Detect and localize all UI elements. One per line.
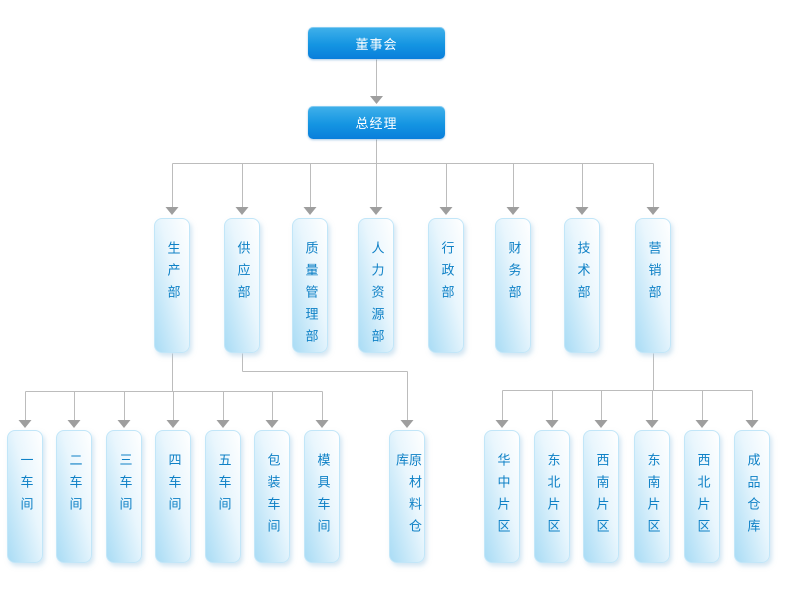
arrowhead-icon <box>439 207 453 215</box>
arrowhead-icon <box>495 420 509 428</box>
node-board-of-directors[interactable]: 董事会 <box>308 27 445 59</box>
arrowhead-icon <box>646 207 660 215</box>
arrowhead-icon <box>216 420 230 428</box>
node-southeast-region[interactable]: 东南片区 <box>634 430 670 563</box>
node-central-china-region[interactable]: 华中片区 <box>484 430 520 563</box>
node-workshop-2[interactable]: 二车间 <box>56 430 92 563</box>
arrowhead-icon <box>594 420 608 428</box>
arrowhead-icon <box>235 207 249 215</box>
node-workshop-3[interactable]: 三车间 <box>106 430 142 563</box>
arrowhead-icon <box>545 420 559 428</box>
node-workshop-5[interactable]: 五车间 <box>205 430 241 563</box>
node-label: 原材料仓库 <box>393 453 421 541</box>
node-label: 人力资源部 <box>368 241 384 351</box>
node-label: 总经理 <box>355 117 398 132</box>
node-label: 包装车间 <box>264 453 280 541</box>
arrowhead-icon <box>506 207 520 215</box>
arrowhead-icon <box>370 96 383 104</box>
node-label: 华中片区 <box>494 453 510 541</box>
arrowhead-icon <box>165 207 179 215</box>
arrowhead-icon <box>67 420 81 428</box>
node-human-resources-dept[interactable]: 人力资源部 <box>358 218 394 353</box>
node-label: 西南片区 <box>593 453 609 541</box>
arrowhead-icon <box>265 420 279 428</box>
node-label: 东北片区 <box>544 453 560 541</box>
arrowhead-icon <box>400 420 414 428</box>
node-quality-management-dept[interactable]: 质量管理部 <box>292 218 328 353</box>
arrowhead-icon <box>303 207 317 215</box>
node-label: 一车间 <box>17 453 33 519</box>
arrowhead-icon <box>18 420 32 428</box>
node-administration-dept[interactable]: 行政部 <box>428 218 464 353</box>
node-label: 技术部 <box>574 241 590 307</box>
arrowhead-icon <box>695 420 709 428</box>
node-label: 五车间 <box>215 453 231 519</box>
node-general-manager[interactable]: 总经理 <box>308 106 445 139</box>
node-technology-dept[interactable]: 技术部 <box>564 218 600 353</box>
node-label: 质量管理部 <box>302 241 318 351</box>
node-southwest-region[interactable]: 西南片区 <box>583 430 619 563</box>
node-label: 二车间 <box>66 453 82 519</box>
node-label: 东南片区 <box>644 453 660 541</box>
node-production-dept[interactable]: 生产部 <box>154 218 190 353</box>
node-finished-goods-warehouse[interactable]: 成品仓库 <box>734 430 770 563</box>
node-finance-dept[interactable]: 财务部 <box>495 218 531 353</box>
node-workshop-1[interactable]: 一车间 <box>7 430 43 563</box>
node-northwest-region[interactable]: 西北片区 <box>684 430 720 563</box>
node-label: 供应部 <box>234 241 250 307</box>
node-label: 四车间 <box>165 453 181 519</box>
arrowhead-icon <box>575 207 589 215</box>
node-label: 成品仓库 <box>744 453 760 541</box>
node-marketing-dept[interactable]: 营销部 <box>635 218 671 353</box>
node-label: 营销部 <box>645 241 661 307</box>
node-northeast-region[interactable]: 东北片区 <box>534 430 570 563</box>
node-label: 西北片区 <box>694 453 710 541</box>
arrowhead-icon <box>315 420 329 428</box>
node-label: 董事会 <box>355 37 398 53</box>
arrowhead-icon <box>645 420 659 428</box>
node-label: 财务部 <box>505 241 521 307</box>
arrowhead-icon <box>745 420 759 428</box>
arrowhead-icon <box>117 420 131 428</box>
node-packaging-workshop[interactable]: 包装车间 <box>254 430 290 563</box>
node-label: 生产部 <box>164 241 180 307</box>
node-raw-material-warehouse[interactable]: 原材料仓库 <box>389 430 425 563</box>
node-workshop-4[interactable]: 四车间 <box>155 430 191 563</box>
node-mold-workshop[interactable]: 模具车间 <box>304 430 340 563</box>
node-label: 行政部 <box>438 241 454 307</box>
arrowhead-icon <box>166 420 180 428</box>
node-supply-dept[interactable]: 供应部 <box>224 218 260 353</box>
node-label: 三车间 <box>116 453 132 519</box>
node-label: 模具车间 <box>314 453 330 541</box>
arrowhead-icon <box>369 207 383 215</box>
